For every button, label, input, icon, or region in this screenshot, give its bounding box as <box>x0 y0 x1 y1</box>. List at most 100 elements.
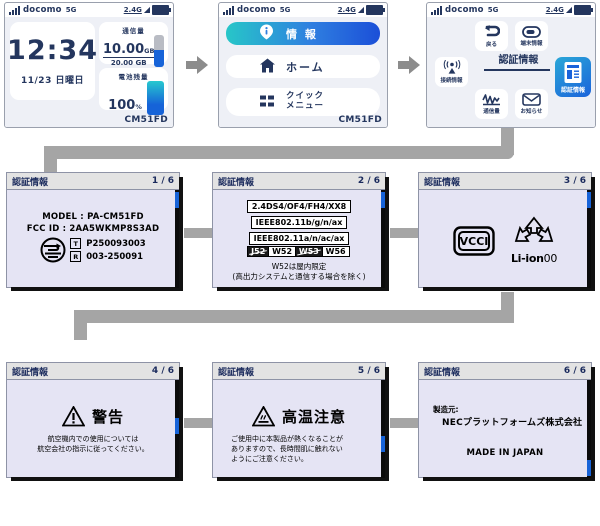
warning-text-line3: ようにご注意ください。 <box>231 455 308 464</box>
status-bar: docomo 5G 2.4G ◢ <box>427 3 595 17</box>
band-row: J52 W52 W53 W56 <box>213 246 385 257</box>
scrollbar-track[interactable] <box>381 190 385 288</box>
menu-item-home[interactable]: ホーム <box>226 55 380 78</box>
menu-item-info[interactable]: 情 報 <box>226 22 380 45</box>
warning-heading: 高温注意 <box>213 406 385 427</box>
data-usage-card[interactable]: 通信量 10.00GB 20.00 GB <box>99 22 168 67</box>
band-tag: 2.4G <box>123 6 142 14</box>
scrollbar-track[interactable] <box>381 380 385 478</box>
panel-title: 認証情報 <box>424 367 461 378</box>
warning-text-line1: 航空機内での使用については <box>47 435 139 443</box>
band-w52: W52 <box>268 246 297 257</box>
panel-page-indicator: 2 / 6 <box>357 176 380 186</box>
mail-icon <box>522 93 541 106</box>
panel-body: MODEL : PA-CM51FD FCC ID : 2AA5WKMP8S3AD… <box>7 190 179 288</box>
warning-text-line2: 航空会社の指示に従ってください。 <box>37 445 149 454</box>
scrollbar-track[interactable] <box>587 190 591 288</box>
quick-menu-line1: クイック <box>286 91 325 102</box>
t-number: P250093003 <box>86 238 146 249</box>
cert-panel-5[interactable]: 認証情報 5 / 6 高温注意 ご使用中に本製品が熱くなることが ありま <box>212 362 389 481</box>
device-model-label: CM51FD <box>124 115 168 125</box>
panel-body: 製造元: NECプラットフォームズ株式会社 MADE IN JAPAN <box>419 380 591 478</box>
scrollbar-thumb[interactable] <box>587 460 591 476</box>
band-note: W52は屋内限定 (高出力システムと通信する場合を除く) <box>213 262 385 282</box>
data-usage-unit: GB <box>144 47 155 56</box>
panel-body: 警告 航空機内での使用については 航空会社の指示に従ってください。 <box>7 380 179 478</box>
maker-name: NECプラットフォームズ株式会社 <box>442 418 583 428</box>
scrollbar-thumb[interactable] <box>381 192 385 208</box>
menu-item-info-label: 情 報 <box>286 27 318 41</box>
tile-back-label: 戻る <box>485 41 497 48</box>
band-j52: J52 <box>247 246 270 257</box>
device-home-screen[interactable]: docomo 5G 2.4G ◢ 12:34 11/23 日曜日 通信量 10.… <box>4 2 174 128</box>
vcci-mark-icon: VCCI <box>453 225 495 256</box>
battery-full-icon <box>366 5 385 15</box>
data-usage-icon <box>482 94 500 106</box>
menu-item-quick-menu[interactable]: クイック メニュー <box>226 88 380 116</box>
recycle-mark-icon <box>514 216 554 242</box>
panel-page-indicator: 4 / 6 <box>151 366 174 376</box>
battery-card[interactable]: 電池残量 100% <box>99 68 168 115</box>
panel-body: VCCI Li-ion00 <box>419 190 591 288</box>
cert-panel-2[interactable]: 認証情報 2 / 6 2.4DS4/OF4/FH4/XX8 IEEE802.11… <box>212 172 389 291</box>
device-info-menu-screen[interactable]: docomo 5G 2.4G ◢ 戻る 端末情報 接続情報 <box>426 2 596 128</box>
signal-bars-icon <box>431 5 442 15</box>
band-w53: W53 <box>294 246 323 257</box>
wifi-icon: ◢ <box>357 5 364 14</box>
data-usage-gauge <box>154 35 164 67</box>
panel-header: 認証情報 1 / 6 <box>7 173 179 190</box>
data-usage-value: 10.00GB <box>103 42 155 58</box>
device-screen-body: 情 報 ホーム クイック メニュー CM51FD <box>219 17 387 127</box>
carrier-label: docomo <box>445 5 484 15</box>
warning-triangle-icon <box>61 406 85 427</box>
clock-card[interactable]: 12:34 11/23 日曜日 <box>7 22 97 100</box>
warning-text-line2: ありますので、長時間肌に触れない <box>231 445 343 454</box>
band-tag: 2.4G <box>337 6 356 14</box>
network-label: 5G <box>487 6 499 14</box>
cert-panel-3[interactable]: 認証情報 3 / 6 VCCI <box>418 172 595 291</box>
tile-data-usage-label: 通信量 <box>483 109 500 115</box>
tile-connection-info[interactable]: 接続情報 <box>435 57 468 87</box>
connector-panel2-panel3 <box>390 228 420 238</box>
tile-notifications[interactable]: お知らせ <box>515 89 548 119</box>
status-right: 2.4G ◢ <box>123 5 171 15</box>
scrollbar-track[interactable] <box>587 380 591 478</box>
scrollbar-track[interactable] <box>175 190 179 288</box>
warning-title: 警告 <box>91 408 124 426</box>
scrollbar-thumb[interactable] <box>587 192 591 208</box>
cert-panel-6[interactable]: 認証情報 6 / 6 製造元: NECプラットフォームズ株式会社 MADE IN… <box>418 362 595 481</box>
panel-page-indicator: 1 / 6 <box>151 176 174 186</box>
scrollbar-thumb[interactable] <box>175 418 179 434</box>
panel-page-indicator: 6 / 6 <box>563 366 586 376</box>
scrollbar-thumb[interactable] <box>175 192 179 208</box>
device-screen-body: 戻る 端末情報 接続情報 通信量 お知らせ 認証情報 <box>427 17 595 127</box>
cert-panel-1[interactable]: 認証情報 1 / 6 MODEL : PA-CM51FD FCC ID : 2A… <box>6 172 183 291</box>
maker-label: 製造元: <box>433 405 459 414</box>
quick-menu-icon <box>260 93 275 112</box>
battery-title: 電池残量 <box>118 73 149 81</box>
warning-text: 航空機内での使用については 航空会社の指示に従ってください。 <box>7 434 179 454</box>
cert-panel-4[interactable]: 認証情報 4 / 6 警告 航空機内での使用については 航空会社の指示に <box>6 362 183 481</box>
tile-device-info[interactable]: 端末情報 <box>515 21 548 51</box>
carrier-label: docomo <box>23 5 62 15</box>
device-screen-body: 12:34 11/23 日曜日 通信量 10.00GB 20.00 GB <box>5 17 173 127</box>
band-note-line1: W52は屋内限定 <box>271 262 327 271</box>
battery-full-icon <box>574 5 593 15</box>
panel-header: 認証情報 2 / 6 <box>213 173 385 190</box>
scrollbar-thumb[interactable] <box>381 436 385 452</box>
device-main-menu-screen[interactable]: docomo 5G 2.4G ◢ 情 報 ホーム <box>218 2 388 128</box>
tile-data-usage[interactable]: 通信量 <box>475 89 508 119</box>
info-menu-center-title: 認証情報 <box>498 55 539 66</box>
tile-cert-info[interactable]: 認証情報 <box>555 57 591 97</box>
r-badge: R <box>70 251 82 262</box>
scrollbar-track[interactable] <box>175 380 179 478</box>
connector-panel4-panel5 <box>184 418 214 428</box>
liion-number: 00 <box>543 252 558 265</box>
tile-back[interactable]: 戻る <box>475 21 508 51</box>
tile-cert-info-label: 認証情報 <box>560 86 585 94</box>
panel-title: 認証情報 <box>12 367 49 378</box>
panel-body: 2.4DS4/OF4/FH4/XX8 IEEE802.11b/g/n/ax IE… <box>213 190 385 288</box>
warning-text: ご使用中に本製品が熱くなることが ありますので、長時間肌に触れない ようにご注意… <box>213 434 385 464</box>
panel-page-indicator: 3 / 6 <box>563 176 586 186</box>
